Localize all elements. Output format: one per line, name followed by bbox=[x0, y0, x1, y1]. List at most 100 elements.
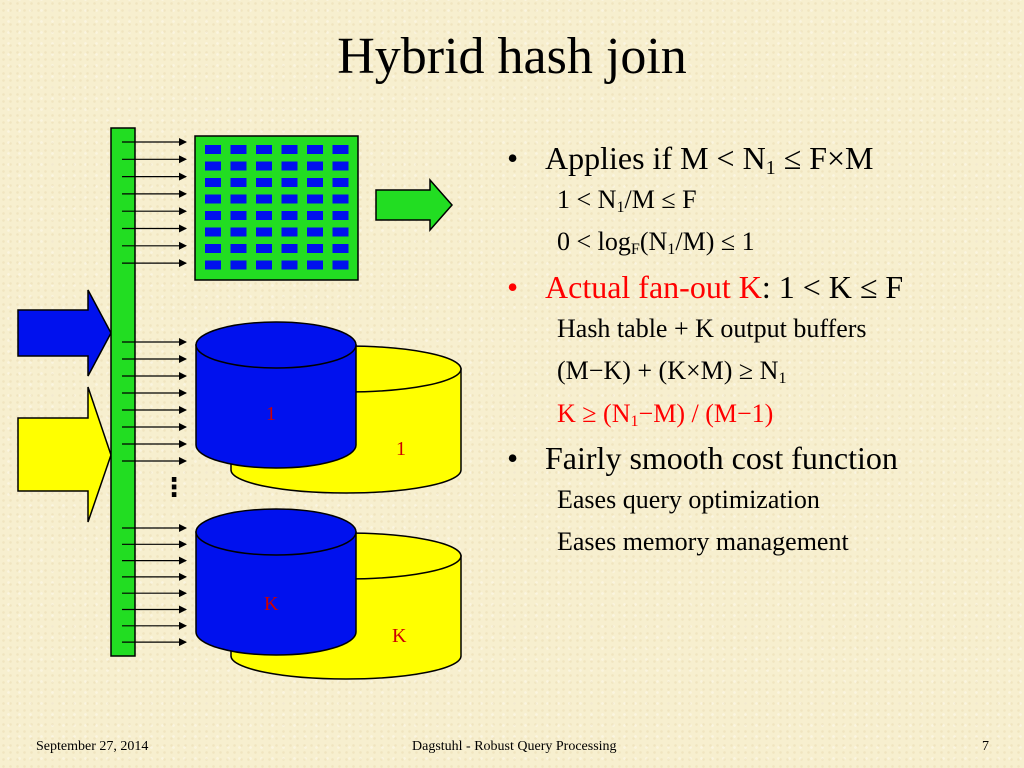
partition-label-last-front: K bbox=[264, 593, 279, 615]
hash-table-cell bbox=[332, 145, 349, 154]
bullet-item: • Applies if M < N1 ≤ F×M bbox=[505, 140, 995, 178]
text-run: Eases memory management bbox=[557, 527, 849, 557]
text-run: 1 < N bbox=[557, 184, 617, 214]
hash-table-cell bbox=[205, 244, 221, 253]
text-run: Fairly smooth cost function bbox=[545, 440, 898, 476]
text-run: Eases query optimization bbox=[557, 484, 820, 514]
sub-bullet-item: 0 < logF(N1/M) ≤ 1 bbox=[505, 226, 995, 259]
hash-table-cell bbox=[307, 145, 323, 154]
hash-table-cell bbox=[230, 178, 247, 187]
text-run: Applies if M < N bbox=[545, 140, 766, 176]
bullet-dot: • bbox=[507, 440, 519, 476]
hash-table-cell bbox=[307, 194, 323, 204]
hash-table-cell bbox=[332, 194, 349, 204]
hash-table-cell bbox=[332, 178, 349, 187]
slide-title: Hybrid hash join bbox=[337, 28, 687, 85]
ellipsis: ⋮ bbox=[161, 473, 187, 503]
text-run: 1 bbox=[667, 241, 676, 259]
hash-table-cell bbox=[307, 211, 323, 220]
hash-table-cell bbox=[281, 194, 298, 204]
footer-page-number: 7 bbox=[982, 739, 989, 754]
partition-label-first-back: 1 bbox=[396, 438, 406, 460]
sub-bullet-item: Eases query optimization bbox=[505, 484, 995, 517]
hash-table-cell bbox=[230, 211, 247, 220]
hash-table-cell bbox=[281, 227, 298, 237]
hash-table-cell bbox=[281, 211, 298, 220]
hash-table-cell bbox=[307, 260, 323, 270]
text-run: 0 < log bbox=[557, 227, 631, 257]
fan-out-arrows bbox=[122, 138, 187, 647]
hash-table-cell bbox=[205, 194, 221, 204]
hash-table-cell bbox=[281, 178, 298, 187]
text-run: (N bbox=[639, 227, 668, 257]
text-run: F bbox=[630, 241, 640, 259]
hash-table-cell bbox=[205, 260, 221, 270]
text-run: 1 bbox=[778, 370, 787, 388]
partition-disk-1-front bbox=[195, 321, 357, 469]
text-run: 1 bbox=[616, 198, 625, 216]
sub-bullet-item: K ≥ (N1−M) / (M−1) bbox=[505, 398, 995, 431]
hash-table-cell bbox=[332, 161, 349, 171]
sub-bullet-item: 1 < N1/M ≤ F bbox=[505, 184, 995, 217]
hash-table-cell bbox=[230, 260, 247, 270]
hash-table-cell bbox=[230, 161, 247, 171]
text-run: ≤ F×M bbox=[775, 140, 874, 176]
text-run: −M) / (M−1) bbox=[638, 398, 774, 428]
hash-table-cell bbox=[332, 211, 349, 220]
footer-date: September 27, 2014 bbox=[36, 739, 149, 754]
hash-table bbox=[194, 135, 359, 281]
text-run: 1 bbox=[630, 412, 639, 430]
hash-table-cell bbox=[230, 227, 247, 237]
hash-table-cell bbox=[205, 227, 221, 237]
hash-table-cell bbox=[205, 211, 221, 220]
hash-table-cell bbox=[332, 227, 349, 237]
hash-table-cell bbox=[307, 244, 323, 253]
hash-table-cell bbox=[256, 194, 272, 204]
hash-table-cell bbox=[230, 194, 247, 204]
partition-disk-k-front bbox=[195, 508, 357, 656]
partition-label-last-back: K bbox=[392, 625, 407, 647]
text-run: /M ≤ F bbox=[624, 184, 697, 214]
text-run: /M) ≤ 1 bbox=[675, 227, 755, 257]
text-run: : 1 < K ≤ F bbox=[761, 268, 904, 305]
text-run: (M−K) + (K×M) ≥ N bbox=[557, 356, 779, 385]
hash-table-cell bbox=[332, 244, 349, 253]
text-run: Hash table + K output buffers bbox=[557, 313, 867, 343]
sub-bullet-item: Hash table + K output buffers bbox=[505, 313, 995, 346]
text-run: Actual fan-out K bbox=[545, 268, 762, 305]
hash-table-cell bbox=[307, 227, 323, 237]
hash-table-cell bbox=[256, 260, 272, 270]
hash-table-cell bbox=[256, 145, 272, 154]
hash-table-cell bbox=[281, 244, 298, 253]
partition-label-first-front: 1 bbox=[266, 403, 276, 425]
hash-table-cell bbox=[256, 211, 272, 220]
bullet-dot: • bbox=[507, 140, 519, 176]
text-run: 1 bbox=[765, 156, 776, 179]
bullet-dot: • bbox=[507, 268, 519, 305]
output-arrow bbox=[375, 178, 453, 232]
hash-function-bar bbox=[110, 127, 136, 657]
hash-table-cell bbox=[307, 178, 323, 187]
sub-bullet-item: (M−K) + (K×M) ≥ N1 bbox=[505, 355, 995, 388]
hash-table-cell bbox=[281, 161, 298, 171]
bullet-item: • Fairly smooth cost function bbox=[505, 440, 995, 478]
bullet-item: • Actual fan-out K: 1 < K ≤ F bbox=[505, 269, 995, 307]
text-run: K ≥ (N bbox=[557, 398, 631, 428]
hash-table-cell bbox=[256, 178, 272, 187]
hash-table-cell bbox=[205, 161, 221, 171]
hash-table-cell bbox=[256, 161, 272, 171]
hash-table-cell bbox=[281, 260, 298, 270]
hash-table-cell bbox=[230, 145, 247, 154]
hash-table-cell bbox=[281, 145, 298, 154]
footer-center: Dagstuhl - Robust Query Processing bbox=[412, 739, 617, 754]
hash-table-cell bbox=[256, 227, 272, 237]
sub-bullet-item: Eases memory management bbox=[505, 526, 995, 559]
hash-table-cell bbox=[256, 244, 272, 253]
hash-table-cell bbox=[332, 260, 349, 270]
hash-table-cell bbox=[230, 244, 247, 253]
hash-table-cell bbox=[205, 178, 221, 187]
probe-input-arrow bbox=[17, 386, 112, 523]
hash-table-cell bbox=[205, 145, 221, 154]
